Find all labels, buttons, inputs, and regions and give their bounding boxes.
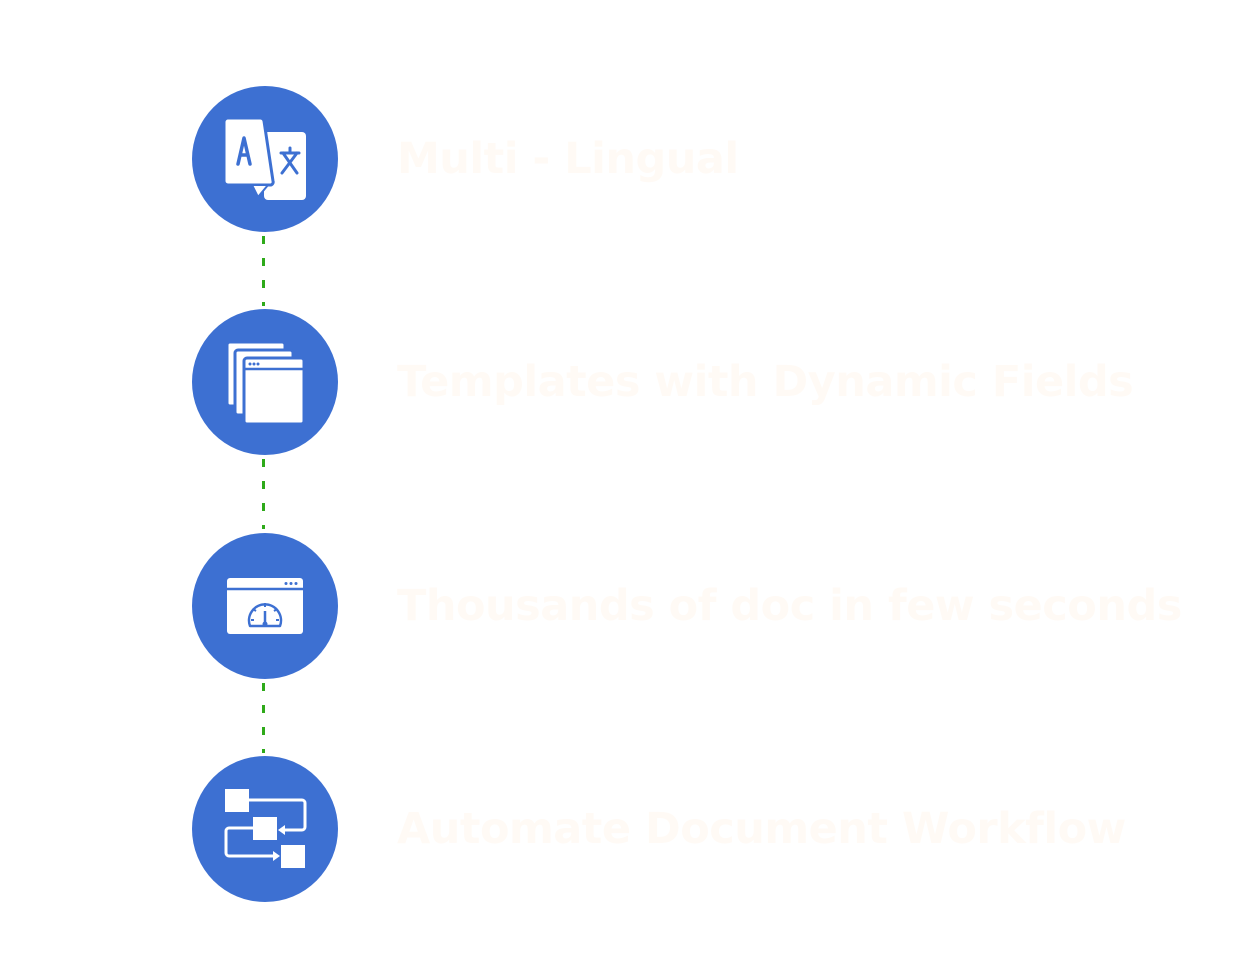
step-templates: Templates with Dynamic Fields: [192, 309, 1192, 455]
translate-icon: [222, 116, 306, 200]
dashed-connector: [262, 236, 265, 306]
speed-gauge-window-icon: [227, 578, 303, 634]
step-circle: [192, 756, 338, 902]
step-multi-lingual: Multi - Lingual: [192, 86, 1192, 232]
step-workflow: Automate Document Workflow: [192, 756, 1192, 902]
workflow-flowchart-icon: [224, 789, 307, 868]
step-label: Automate Document Workflow: [397, 804, 1126, 854]
dashed-connector: [262, 459, 265, 529]
step-speed: Thousands of doc in few seconds: [192, 533, 1192, 679]
step-circle: [192, 86, 338, 232]
step-circle: [192, 309, 338, 455]
dashed-connector: [262, 683, 265, 753]
step-circle: [192, 533, 338, 679]
step-label: Multi - Lingual: [397, 134, 739, 184]
step-label: Templates with Dynamic Fields: [397, 357, 1134, 407]
step-label: Thousands of doc in few seconds: [397, 581, 1182, 631]
templates-windows-icon: [225, 340, 306, 426]
